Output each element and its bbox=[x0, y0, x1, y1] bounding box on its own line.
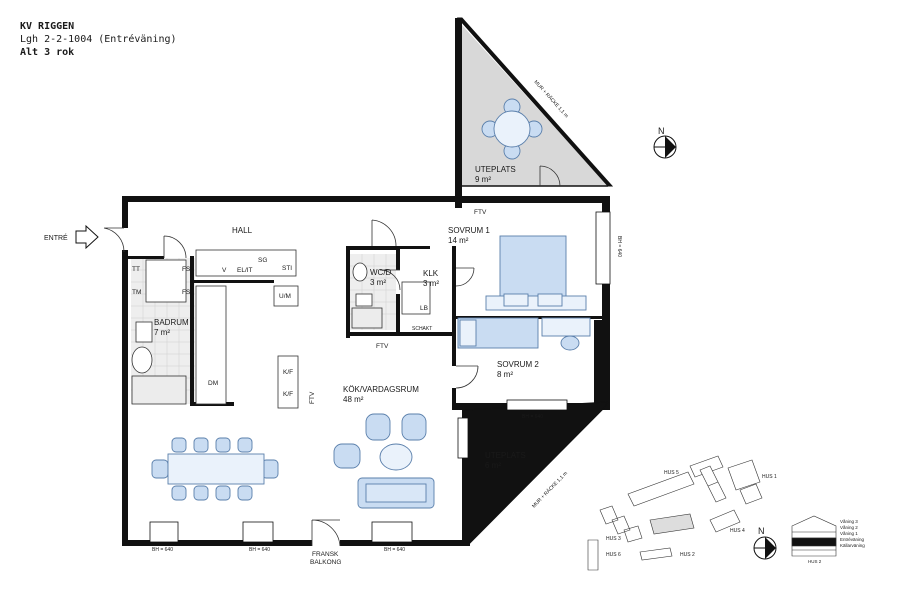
armchair-icon bbox=[333, 443, 361, 469]
window-label-4: BH = 640 bbox=[522, 414, 543, 420]
site-north-label: N bbox=[758, 526, 765, 536]
fixture-kf-1: K/F bbox=[283, 369, 293, 376]
room-uteplats1-name: UTEPLATS bbox=[475, 165, 516, 174]
balcony-label-line2: BALKONG bbox=[310, 559, 341, 566]
fixture-ftv-2: FTV bbox=[376, 343, 389, 350]
window-label-2: BH = 640 bbox=[249, 547, 270, 553]
dining-table-icon bbox=[167, 453, 265, 485]
doors bbox=[103, 165, 561, 547]
fixture-kf-2: K/F bbox=[283, 391, 293, 398]
site-hus2: HUS 2 bbox=[680, 552, 695, 558]
section-floor-1: Våning 3 bbox=[840, 518, 858, 524]
bathroom-fixtures bbox=[131, 262, 431, 405]
fixture-ftv-3: FTV bbox=[309, 391, 316, 404]
balcony-label-line1: FRANSK bbox=[312, 551, 339, 558]
fixture-dm: DM bbox=[208, 380, 218, 387]
fixture-tt: TT bbox=[132, 266, 140, 273]
room-sovrum1-name: SOVRUM 1 bbox=[448, 226, 490, 235]
entry-label: ENTRÉ bbox=[44, 233, 68, 242]
room-sovrum1-area: 14 m² bbox=[448, 236, 469, 245]
windows bbox=[149, 211, 611, 543]
fixture-v: V bbox=[222, 267, 227, 274]
building-section bbox=[791, 515, 837, 557]
fixture-fs-1: FS bbox=[182, 266, 191, 273]
room-uteplats2-area: 6 m² bbox=[485, 461, 501, 470]
room-uteplats1-area: 9 m² bbox=[475, 175, 491, 184]
room-kok-name: KÖK/VARDAGSRUM bbox=[343, 385, 419, 394]
site-plan bbox=[587, 455, 763, 571]
fixture-ftv-1: FTV bbox=[474, 209, 487, 216]
desk-chair-icon bbox=[560, 335, 580, 351]
room-kok-area: 48 m² bbox=[343, 395, 364, 404]
site-hus5: HUS 5 bbox=[664, 470, 679, 476]
room-uteplats2-name: UTEPLATS bbox=[485, 451, 526, 460]
site-hus1: HUS 1 bbox=[762, 474, 777, 480]
fixture-sg: SG bbox=[258, 257, 267, 264]
terrace-railings bbox=[456, 17, 614, 545]
north-label: N bbox=[658, 126, 665, 136]
site-hus6: HUS 6 bbox=[606, 552, 621, 558]
fixture-sti: STI bbox=[282, 265, 292, 272]
fixture-fs-2: FS bbox=[182, 289, 191, 296]
apartment-number: Lgh 2-2-1004 (Entréväning) bbox=[20, 34, 177, 45]
room-hall-name: HALL bbox=[232, 226, 253, 235]
project-title: KV RIGGEN bbox=[20, 21, 75, 32]
coffee-table-icon bbox=[379, 443, 413, 471]
armchair-icon bbox=[365, 413, 391, 441]
site-hus3: HUS 3 bbox=[606, 536, 621, 542]
section-floor-3: Våning 1 bbox=[840, 530, 858, 536]
section-floor-4: Entréväning bbox=[840, 537, 865, 542]
room-sovrum2-name: SOVRUM 2 bbox=[497, 360, 539, 369]
site-north-arrow-icon bbox=[753, 536, 777, 560]
window-label-3: BH = 640 bbox=[384, 547, 405, 553]
armchair-icon bbox=[401, 413, 427, 441]
fixture-lb: LB bbox=[420, 305, 428, 312]
room-klk-area: 3 m² bbox=[423, 279, 439, 288]
kitchen-counters bbox=[145, 249, 299, 409]
fixture-schakt: SCHAKT bbox=[412, 326, 432, 332]
room-badrum-name: BADRUM bbox=[154, 318, 189, 327]
fixture-tm: TM bbox=[132, 289, 141, 296]
fixture-elit: EL/IT bbox=[237, 267, 253, 274]
layout-type: Alt 3 rok bbox=[20, 47, 75, 58]
room-wcd-area: 3 m² bbox=[370, 278, 386, 287]
site-hus4: HUS 4 bbox=[730, 528, 745, 534]
bed-bench-icon bbox=[485, 295, 587, 311]
window-label-5: BH = 640 bbox=[616, 236, 622, 257]
section-hus: HUS 2 bbox=[808, 559, 822, 564]
furniture bbox=[151, 98, 591, 509]
section-floor-5: Källarväning bbox=[840, 543, 865, 548]
desk-icon bbox=[541, 317, 591, 337]
fixture-um: U/M bbox=[279, 293, 291, 300]
room-wcd-name: WC/D bbox=[370, 268, 392, 277]
north-arrow-icon bbox=[653, 135, 677, 159]
room-sovrum2-area: 8 m² bbox=[497, 370, 513, 379]
room-klk-name: KLK bbox=[423, 269, 439, 278]
entrance-arrow-icon bbox=[75, 224, 99, 250]
window-label-1: BH = 640 bbox=[152, 547, 173, 553]
round-table-icon bbox=[493, 110, 531, 148]
room-badrum-area: 7 m² bbox=[154, 328, 170, 337]
section-floor-2: Våning 2 bbox=[840, 524, 858, 530]
